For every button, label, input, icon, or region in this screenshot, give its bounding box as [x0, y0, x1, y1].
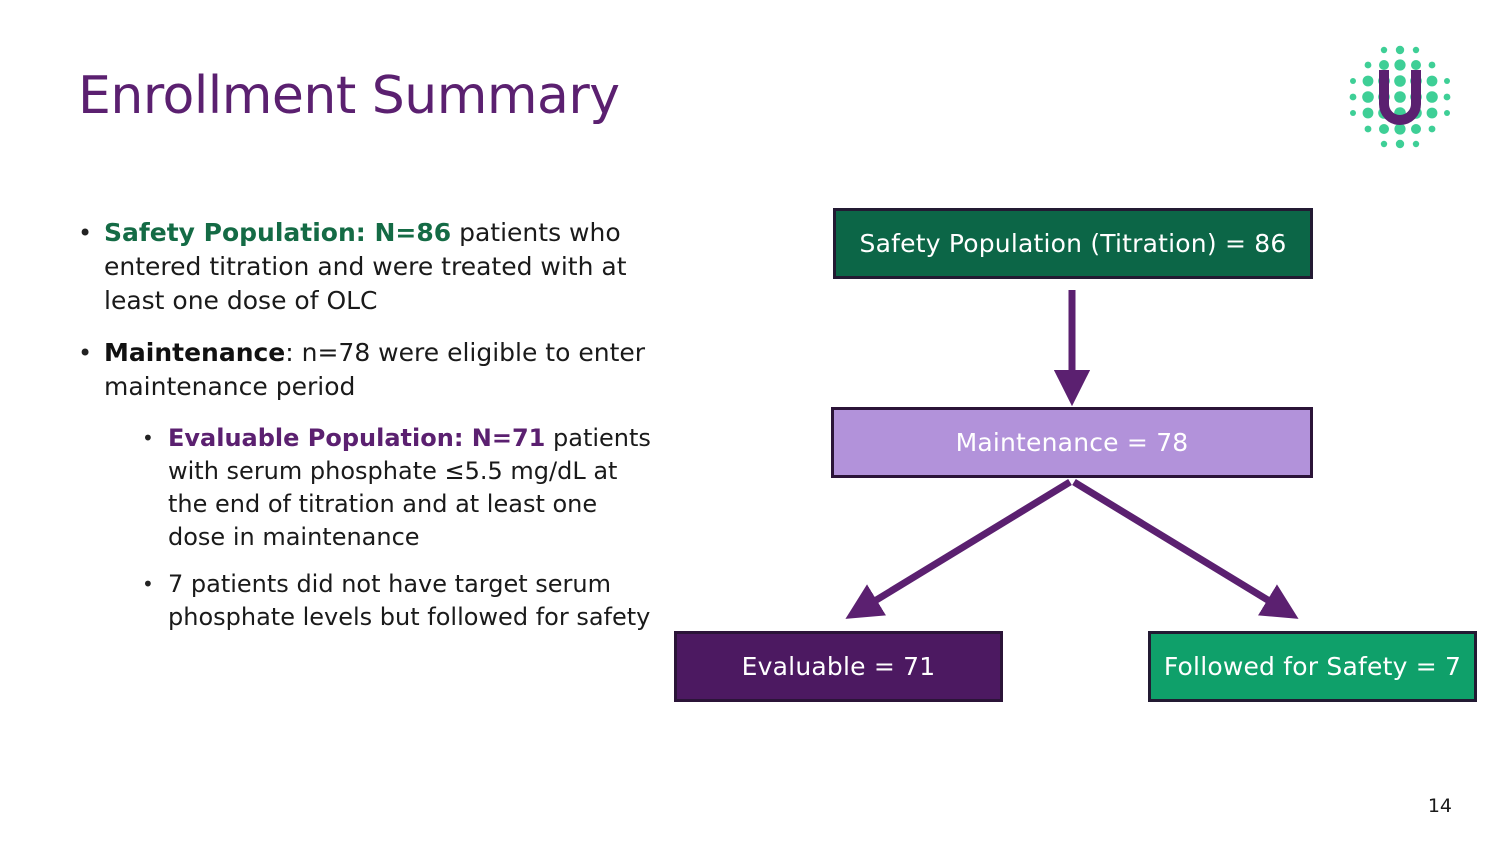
- arrow-maintenance-to-evaluable: [845, 479, 1072, 619]
- bullet-text: Evaluable Population: N=71 patients with…: [168, 422, 658, 554]
- enrollment-flow-chart: Safety Population (Titration) = 86 Maint…: [660, 190, 1490, 730]
- page-title: Enrollment Summary: [78, 66, 620, 126]
- bullet-rest: 7 patients did not have target serum pho…: [168, 570, 651, 631]
- bullet-item-evaluable-population: • Evaluable Population: N=71 patients wi…: [142, 422, 658, 554]
- bullet-lead: Safety Population: N=86: [104, 218, 452, 247]
- flow-node-label: Evaluable = 71: [741, 652, 936, 681]
- flow-node-evaluable: Evaluable = 71: [674, 631, 1003, 702]
- logo-dot-grid: [1349, 45, 1451, 149]
- bullet-marker: •: [78, 219, 93, 247]
- bullet-text: 7 patients did not have target serum pho…: [168, 568, 658, 634]
- bullet-text: Safety Population: N=86 patients who ent…: [104, 216, 658, 318]
- bullet-list: • Safety Population: N=86 patients who e…: [78, 216, 658, 648]
- u-dot-matrix-logo: [1344, 38, 1456, 156]
- bullet-rest: patients who entered titration and were …: [104, 218, 627, 315]
- flow-node-label: Maintenance = 78: [955, 428, 1189, 457]
- bullet-lead: Evaluable Population: N=71: [168, 424, 546, 452]
- flow-node-label: Followed for Safety = 7: [1163, 652, 1462, 681]
- bullet-text: Maintenance: n=78 were eligible to enter…: [104, 336, 658, 404]
- page-number: 14: [1427, 795, 1452, 817]
- logo-letter-u: [1379, 70, 1421, 125]
- bullet-marker: •: [142, 426, 154, 450]
- bullet-rest: patients with serum phosphate ≤5.5 mg/dL…: [168, 424, 651, 551]
- flow-node-followed-for-safety: Followed for Safety = 7: [1148, 631, 1477, 702]
- bullet-rest: : n=78 were eligible to enter maintenanc…: [104, 338, 646, 401]
- bullet-marker: •: [78, 339, 93, 367]
- bullet-lead: Maintenance: [104, 338, 286, 367]
- bullet-item-followed-for-safety: • 7 patients did not have target serum p…: [142, 568, 658, 634]
- flow-node-label: Safety Population (Titration) = 86: [859, 229, 1287, 258]
- bullet-item-safety-population: • Safety Population: N=86 patients who e…: [78, 216, 658, 318]
- logo-svg: [1349, 45, 1451, 149]
- bullet-item-maintenance: • Maintenance: n=78 were eligible to ent…: [78, 336, 658, 404]
- flow-node-safety-population: Safety Population (Titration) = 86: [833, 208, 1313, 279]
- flow-node-maintenance: Maintenance = 78: [831, 407, 1313, 478]
- bullet-marker: •: [142, 572, 154, 596]
- arrow-maintenance-to-followed: [1072, 479, 1299, 619]
